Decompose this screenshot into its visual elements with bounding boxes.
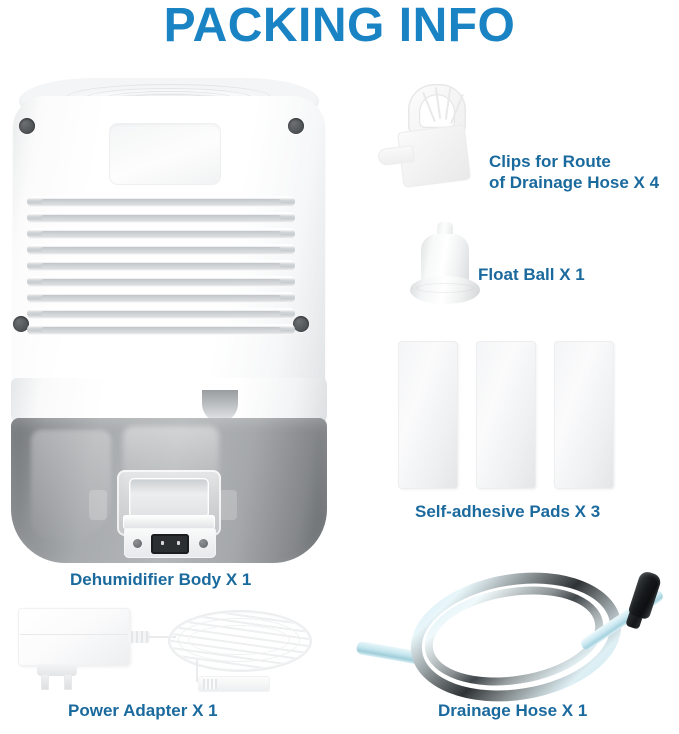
- screw-icon: [19, 118, 35, 134]
- float-ball-base-ring: [416, 283, 474, 293]
- adapter-cable: [196, 660, 198, 682]
- label-self-adhesive-pads: Self-adhesive Pads X 3: [415, 502, 601, 521]
- vent-slat: [27, 292, 295, 303]
- tank-handle-inner: [129, 478, 209, 518]
- screw-icon: [288, 118, 304, 134]
- dehumidifier-tank-notch: [202, 390, 238, 422]
- dehumidifier-icon: [5, 78, 335, 563]
- adhesive-pad-icon: [398, 341, 614, 489]
- dehumidifier-vent-slats: [27, 196, 295, 336]
- drainage-hose-icon: [355, 558, 668, 716]
- float-ball-body: [421, 234, 469, 284]
- adhesive-pad: [398, 341, 458, 489]
- vent-slat: [27, 212, 295, 223]
- adapter-seam: [20, 634, 128, 636]
- screw-icon: [13, 316, 29, 332]
- label-dehumidifier-body: Dehumidifier Body X 1: [70, 570, 252, 589]
- socket-pin: [161, 541, 164, 545]
- adapter-prong-base: [37, 664, 77, 676]
- adapter-strain-relief: [128, 631, 150, 643]
- tank-highlight: [31, 430, 111, 540]
- adapter-prong: [41, 674, 49, 690]
- screw-icon: [293, 316, 309, 332]
- adapter-connector-grip: [203, 679, 217, 689]
- cable-clip-icon: [372, 84, 482, 196]
- screw-icon: [133, 539, 142, 548]
- power-socket-icon: [151, 534, 189, 554]
- screw-icon: [199, 539, 208, 548]
- adapter-cable-coil: [178, 618, 300, 662]
- label-power-adapter: Power Adapter X 1: [68, 701, 218, 720]
- label-clips-for-route-of-drainage-hose: Clips for Route of Drainage Hose X 4: [489, 152, 660, 192]
- adapter-cable: [148, 636, 176, 638]
- label-drainage-hose: Drainage Hose X 1: [438, 701, 588, 720]
- tank-foot: [219, 490, 237, 520]
- label-float-ball: Float Ball X 1: [478, 265, 585, 284]
- power-adapter-icon: [10, 598, 312, 692]
- vent-slat: [27, 324, 295, 335]
- socket-pin: [177, 541, 180, 545]
- float-ball-base: [410, 276, 480, 304]
- adhesive-pad: [554, 341, 614, 489]
- adapter-prong: [64, 674, 72, 690]
- adapter-brick: [18, 608, 130, 666]
- tank-handle-lip: [123, 515, 215, 529]
- tank-foot: [89, 490, 107, 520]
- vent-slat: [27, 228, 295, 239]
- adapter-cable-coil: [188, 625, 290, 655]
- vent-slat: [27, 260, 295, 271]
- vent-slat: [27, 196, 295, 207]
- vent-slat: [27, 308, 295, 319]
- page-title: PACKING INFO: [163, 0, 516, 52]
- vent-slat: [27, 244, 295, 255]
- float-ball-icon: [404, 222, 484, 306]
- adhesive-pad: [476, 341, 536, 489]
- vent-slat: [27, 276, 295, 287]
- dehumidifier-rear-panel: [109, 123, 221, 185]
